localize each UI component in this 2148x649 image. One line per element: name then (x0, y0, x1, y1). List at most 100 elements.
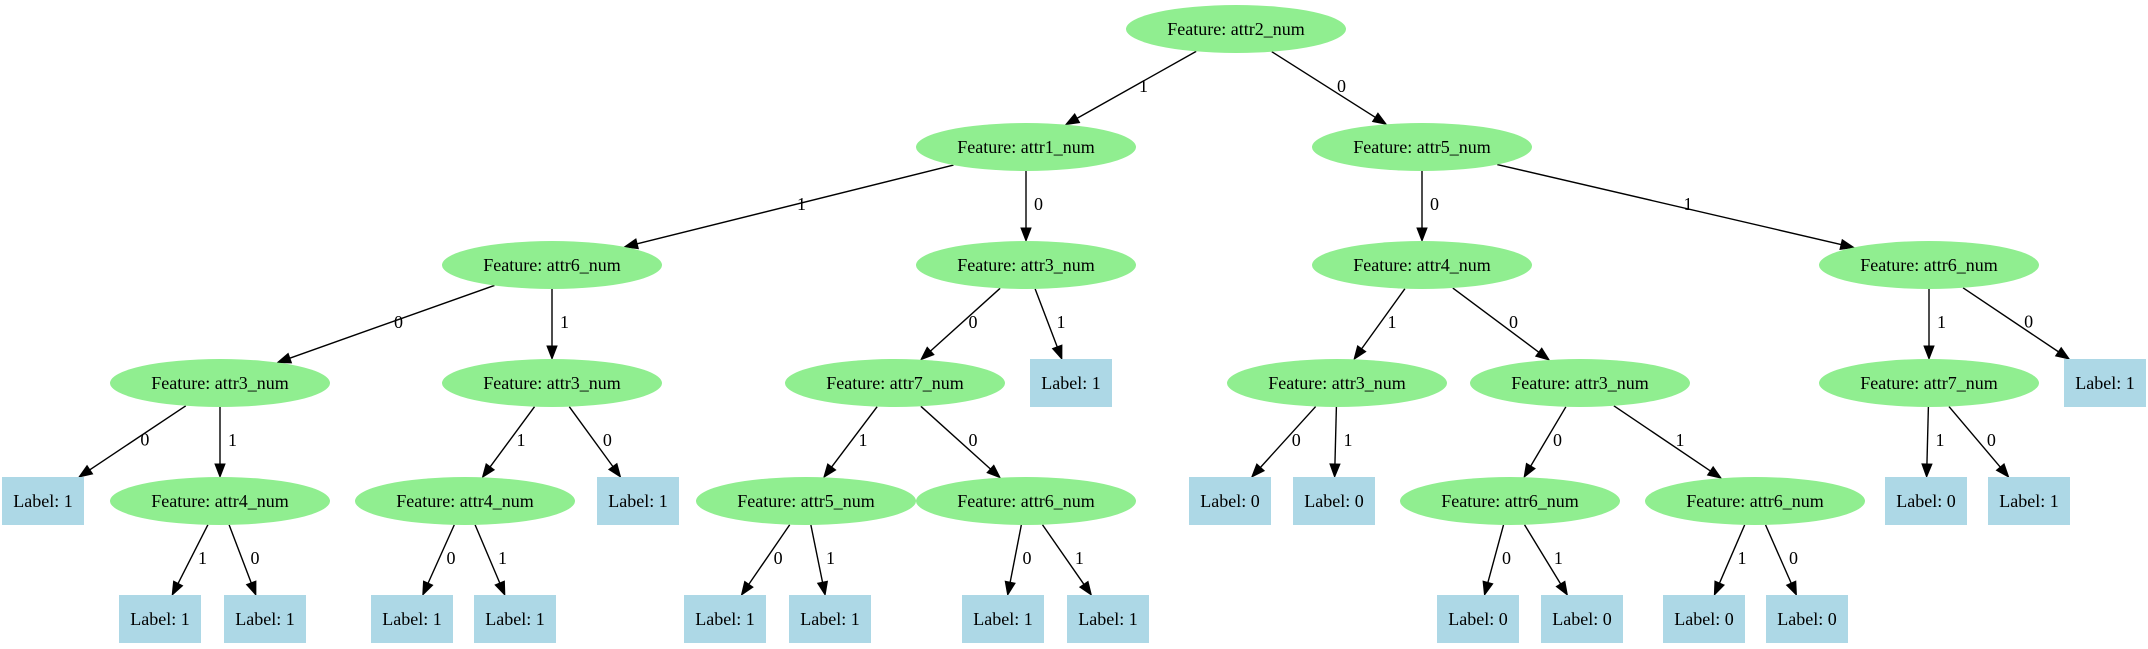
edge-label: 1 (1554, 548, 1563, 568)
feature-node-ellipse (1312, 123, 1532, 171)
label-node-box (2064, 359, 2146, 407)
edge-label: 1 (797, 194, 806, 214)
edge-label: 1 (1936, 430, 1945, 450)
label-node: Label: 1 (1067, 595, 1149, 643)
feature-node: Feature: attr3_num (1470, 359, 1690, 407)
label-node-box (1437, 595, 1519, 643)
arrowhead (1839, 238, 1856, 251)
arrowhead (1078, 580, 1093, 597)
node-text: Label: 1 (130, 609, 189, 629)
node-text: Label: 1 (485, 609, 544, 629)
label-node: Label: 0 (1766, 595, 1848, 643)
node-text: Label: 0 (1552, 609, 1611, 629)
edge: 1 (1613, 405, 1723, 479)
arrowhead (1995, 462, 2010, 479)
label-node-box (1067, 595, 1149, 643)
edge-label: 0 (2024, 311, 2033, 331)
arrowhead (214, 463, 226, 479)
edge: 0 (1764, 524, 1798, 597)
label-node-box (1541, 595, 1623, 643)
feature-node: Feature: attr2_num (1126, 5, 1346, 53)
node-text: Label: 0 (1200, 491, 1259, 511)
edge-line (1487, 524, 1505, 583)
label-node: Label: 1 (1988, 477, 2070, 525)
node-text: Label: 1 (382, 609, 441, 629)
node-text: Feature: attr3_num (1511, 373, 1648, 393)
node-text: Label: 1 (695, 609, 754, 629)
arrowhead (816, 580, 829, 597)
arrowhead (1020, 227, 1032, 243)
label-node-box (224, 595, 306, 643)
node-text: Feature: attr4_num (151, 491, 288, 511)
feature-node-ellipse (785, 359, 1005, 407)
node-text: Feature: attr6_num (1441, 491, 1578, 511)
arrowhead (1353, 344, 1367, 361)
arrowhead (494, 580, 506, 597)
label-node-box (1189, 477, 1271, 525)
arrowhead (245, 580, 257, 597)
edge-label: 1 (1056, 312, 1065, 332)
edge-label: 1 (560, 312, 569, 332)
edge-label: 0 (140, 429, 149, 449)
edge-label: 0 (1292, 430, 1301, 450)
edge: 1 (171, 524, 209, 597)
label-node: Label: 1 (789, 595, 871, 643)
edge-line (1009, 524, 1023, 583)
edge: 0 (1482, 524, 1511, 597)
edge-label: 0 (394, 312, 403, 332)
edge-line (568, 406, 614, 467)
edge-line (748, 524, 791, 585)
arrowhead (1785, 580, 1797, 597)
label-node: Label: 0 (1437, 595, 1519, 643)
feature-node-ellipse (1227, 359, 1447, 407)
label-node: Label: 1 (2064, 359, 2146, 407)
edge-label: 0 (250, 548, 259, 568)
node-text: Feature: attr3_num (1268, 373, 1405, 393)
edge: 1 (1329, 406, 1353, 479)
arrowhead (546, 345, 558, 361)
arrowhead (1329, 463, 1341, 479)
label-node-box (962, 595, 1044, 643)
edge: 0 (1962, 287, 2071, 360)
edge-label: 1 (826, 548, 835, 568)
edge: 1 (474, 524, 507, 597)
node-text: Feature: attr6_num (483, 255, 620, 275)
edge-line (1361, 288, 1406, 350)
edge-label: 0 (1789, 548, 1798, 568)
edge-line (1613, 405, 1711, 472)
edge-label: 0 (969, 430, 978, 450)
edge-label: 0 (1987, 430, 1996, 450)
node-text: Feature: attr7_num (826, 373, 963, 393)
label-node-box (597, 477, 679, 525)
arrowhead (1482, 580, 1494, 597)
feature-node: Feature: attr3_num (442, 359, 662, 407)
edge-line (1718, 524, 1746, 584)
edge-line (1497, 163, 1842, 246)
edge: 0 (1948, 406, 2010, 479)
feature-node: Feature: attr4_num (355, 477, 575, 525)
edge: 0 (568, 406, 622, 479)
edge-label: 0 (1509, 312, 1518, 332)
label-node: Label: 1 (474, 595, 556, 643)
feature-node-ellipse (110, 359, 330, 407)
feature-node-ellipse (1819, 359, 2039, 407)
edge-label: 0 (1430, 194, 1439, 214)
arrowhead (1706, 465, 1723, 479)
feature-node-ellipse (1645, 477, 1865, 525)
feature-node: Feature: attr1_num (916, 123, 1136, 171)
node-text: Label: 0 (1777, 609, 1836, 629)
edge-line (289, 284, 495, 359)
arrowhead (1534, 347, 1551, 361)
feature-node: Feature: attr6_num (1400, 477, 1620, 525)
edge: 0 (422, 524, 456, 597)
feature-node-ellipse (1126, 5, 1346, 53)
label-node-box (371, 595, 453, 643)
node-text: Label: 0 (1448, 609, 1507, 629)
node-text: Feature: attr1_num (957, 137, 1094, 157)
feature-node-ellipse (696, 477, 916, 525)
edge-line (920, 405, 991, 470)
label-node: Label: 1 (684, 595, 766, 643)
node-text: Label: 1 (1999, 491, 2058, 511)
